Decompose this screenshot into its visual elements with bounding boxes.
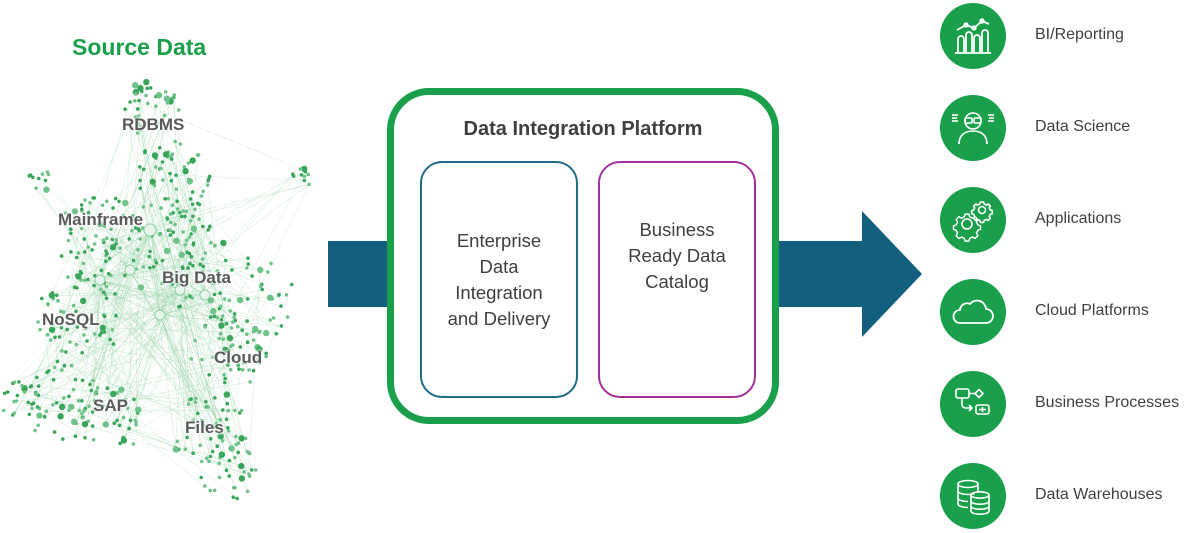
cloud-icon [940, 279, 1006, 345]
business-ready-catalog-text: Business Ready Data Catalog [628, 218, 726, 292]
destination-business-processes: Business Processes [940, 371, 1193, 437]
destination-label-data-science: Data Science [1035, 118, 1131, 135]
gears-icon [940, 187, 1006, 253]
input-arrow [328, 241, 395, 307]
platform-title: Data Integration Platform [463, 118, 703, 140]
source-label-mainframe: Mainframe [58, 210, 144, 229]
destination-label-data-warehouses: Data Warehouses [1035, 486, 1163, 503]
network-nodes [1, 78, 311, 501]
data-integration-platform: Data Integration Platform Enterprise Dat… [387, 88, 779, 424]
source-label-sap: SAP [93, 396, 128, 415]
data-scientist-icon [940, 95, 1006, 161]
destination-label-applications: Applications [1035, 210, 1122, 227]
network-graph-graphic [1, 78, 311, 501]
destination-bi-reporting: BI/Reporting [940, 3, 1193, 69]
database-icon [940, 463, 1006, 529]
bar-chart-icon [940, 3, 1006, 69]
source-label-big-data: Big Data [162, 268, 231, 287]
enterprise-data-integration-text: Enterprise Data Integration and Delivery [447, 229, 551, 329]
destination-label-cloud-platforms: Cloud Platforms [1035, 302, 1149, 319]
destination-data-science: Data Science [940, 95, 1193, 161]
source-data-title: Source Data [72, 34, 207, 60]
destination-data-warehouses: Data Warehouses [940, 463, 1193, 529]
output-arrow [770, 211, 922, 337]
process-flow-icon [940, 371, 1006, 437]
destination-cloud-platforms: Cloud Platforms [940, 279, 1193, 345]
destination-label-bi-reporting: BI/Reporting [1035, 26, 1124, 43]
destination-label-business-processes: Business Processes [1035, 394, 1180, 411]
source-label-files: Files [185, 418, 224, 437]
source-label-rdbms: RDBMS [122, 115, 185, 134]
business-ready-catalog-box: Business Ready Data Catalog [598, 161, 756, 398]
source-label-nosql: NoSQL [42, 310, 100, 329]
destination-applications: Applications [940, 187, 1193, 253]
source-label-cloud: Cloud [214, 348, 263, 367]
enterprise-data-integration-box: Enterprise Data Integration and Delivery [420, 161, 578, 398]
source-data-network: RDBMS Mainframe Big Data NoSQL Cloud SAP… [0, 70, 320, 510]
